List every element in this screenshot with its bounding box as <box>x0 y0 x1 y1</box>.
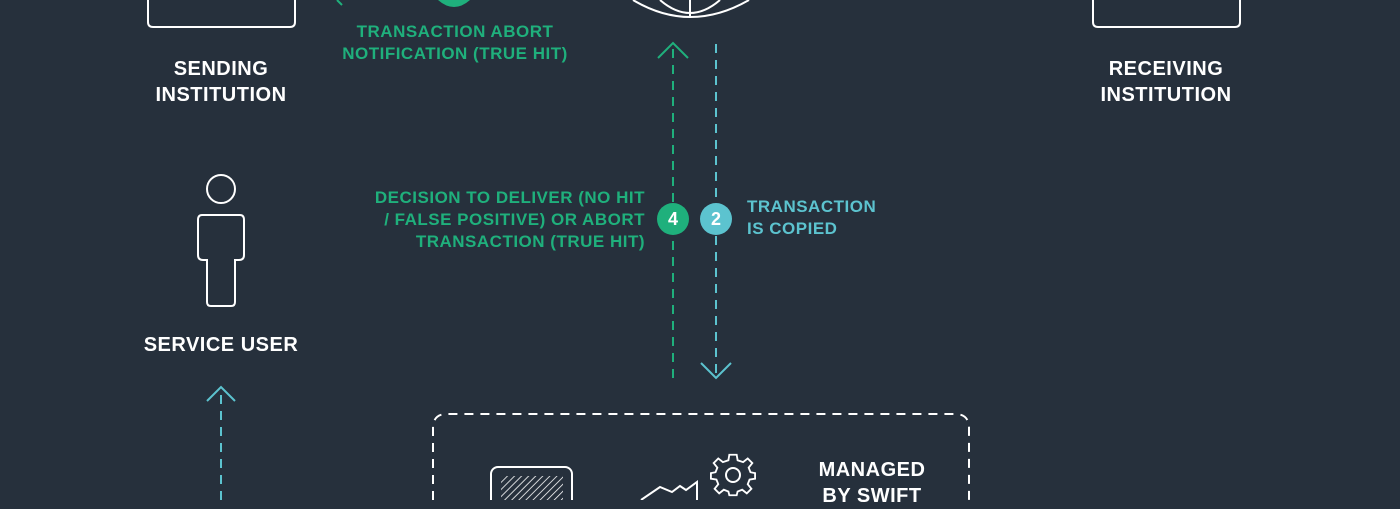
abort-notification-label: TRANSACTION ABORT NOTIFICATION (TRUE HIT… <box>315 21 595 65</box>
monitor-icon <box>490 466 573 500</box>
copy-arrow-head <box>700 362 732 380</box>
receiving-institution-line-2: INSTITUTION <box>1100 84 1232 106</box>
decision-line-2: / FALSE POSITIVE) OR ABORT <box>384 210 645 229</box>
managed-line-1: MANAGED <box>818 459 926 481</box>
managed-line-2: BY SWIFT <box>822 485 922 507</box>
receiving-institution-line-1: RECEIVING <box>1108 58 1224 80</box>
person-icon <box>197 174 245 307</box>
step-4-badge: 4 <box>657 203 689 235</box>
decision-label: DECISION TO DELIVER (NO HIT / FALSE POSI… <box>305 187 645 253</box>
copied-label: TRANSACTION IS COPIED <box>747 196 947 240</box>
gear-icon <box>709 453 757 497</box>
step-5-badge <box>438 0 470 7</box>
step-2-badge: 2 <box>700 203 732 235</box>
service-user-arrow-head <box>206 385 236 402</box>
copied-line-2: IS COPIED <box>747 219 838 238</box>
chart-icon <box>640 480 698 500</box>
sending-institution-label: SENDING INSTITUTION <box>121 56 321 108</box>
decision-line-1: DECISION TO DELIVER (NO HIT <box>374 188 645 207</box>
service-user-label: SERVICE USER <box>143 334 299 356</box>
abort-arrow-head <box>336 0 343 6</box>
decision-arrow-head <box>657 41 689 59</box>
sending-institution-icon <box>147 0 296 28</box>
abort-notification-line-2: NOTIFICATION (TRUE HIT) <box>342 44 568 63</box>
decision-line-3: TRANSACTION (TRUE HIT) <box>415 232 645 251</box>
receiving-institution-icon <box>1092 0 1241 28</box>
managed-by-swift-label: MANAGED BY SWIFT <box>792 457 952 509</box>
copied-line-1: TRANSACTION <box>747 197 877 216</box>
abort-notification-line-1: TRANSACTION ABORT <box>356 22 554 41</box>
globe-icon <box>632 0 750 18</box>
sending-institution-line-1: SENDING <box>173 58 269 80</box>
receiving-institution-label: RECEIVING INSTITUTION <box>1066 56 1266 108</box>
sending-institution-line-2: INSTITUTION <box>155 84 287 106</box>
